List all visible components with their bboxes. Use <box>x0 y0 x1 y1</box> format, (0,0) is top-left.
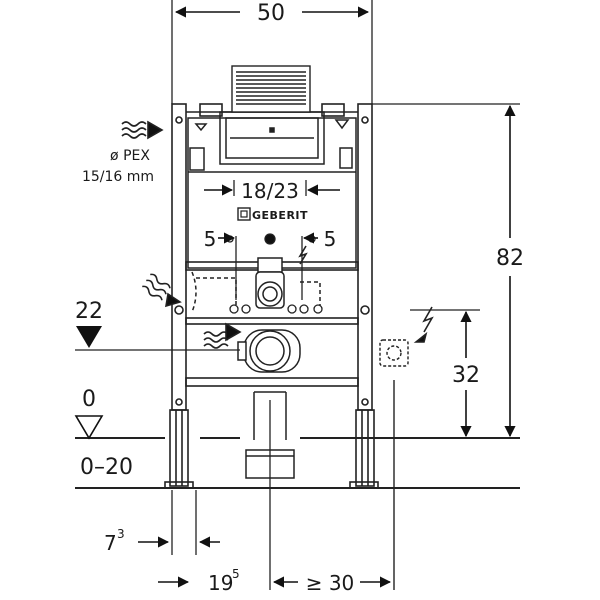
middle-rail <box>185 317 359 325</box>
electric-icon <box>298 245 434 343</box>
dim-pipe-height: 32 <box>452 363 480 388</box>
dim-bottom-a-main: 7 <box>104 531 117 555</box>
water-inlet-icon <box>142 273 182 308</box>
dim-offset-right: 5 <box>324 227 337 251</box>
left-foot <box>169 409 189 487</box>
lower-rail <box>185 377 359 387</box>
pipe-type-label: ø PEX <box>110 148 150 164</box>
level-22-label: 22 <box>75 299 103 324</box>
pipe-size-label: 15/16 mm <box>82 169 154 185</box>
level-marker-22 <box>76 326 102 348</box>
brand-name: GEBERIT <box>252 209 308 222</box>
frame-left-upright <box>171 103 187 411</box>
level-marker-0 <box>74 415 104 440</box>
drain-pipe <box>237 257 301 479</box>
dimension-arrows <box>138 6 516 588</box>
frame <box>164 103 379 489</box>
dim-inner-width: 18/23 <box>241 179 299 203</box>
floor-range-label: 0–20 <box>80 455 133 480</box>
dim-bottom-b-main: 19 <box>208 571 233 595</box>
dim-min-distance: ≥ 30 <box>306 571 355 595</box>
right-foot <box>355 409 375 487</box>
leader-lines <box>75 0 520 590</box>
floor-lines <box>75 437 520 489</box>
dim-bottom-a-sup: 3 <box>117 527 125 541</box>
dim-total-height: 82 <box>496 246 524 271</box>
dim-bottom-b-sup: 5 <box>232 567 240 581</box>
flush-outlet-icon <box>203 322 242 349</box>
brand-logo: GEBERIT <box>237 207 308 222</box>
flush-plate <box>231 65 311 113</box>
dim-offset-left: 5 <box>204 227 217 251</box>
dim-top-width: 50 <box>257 1 285 26</box>
frame-right-upright <box>357 103 373 411</box>
level-0-label: 0 <box>82 387 96 412</box>
water-supply-icon <box>121 120 164 140</box>
socket-icon <box>379 339 409 367</box>
